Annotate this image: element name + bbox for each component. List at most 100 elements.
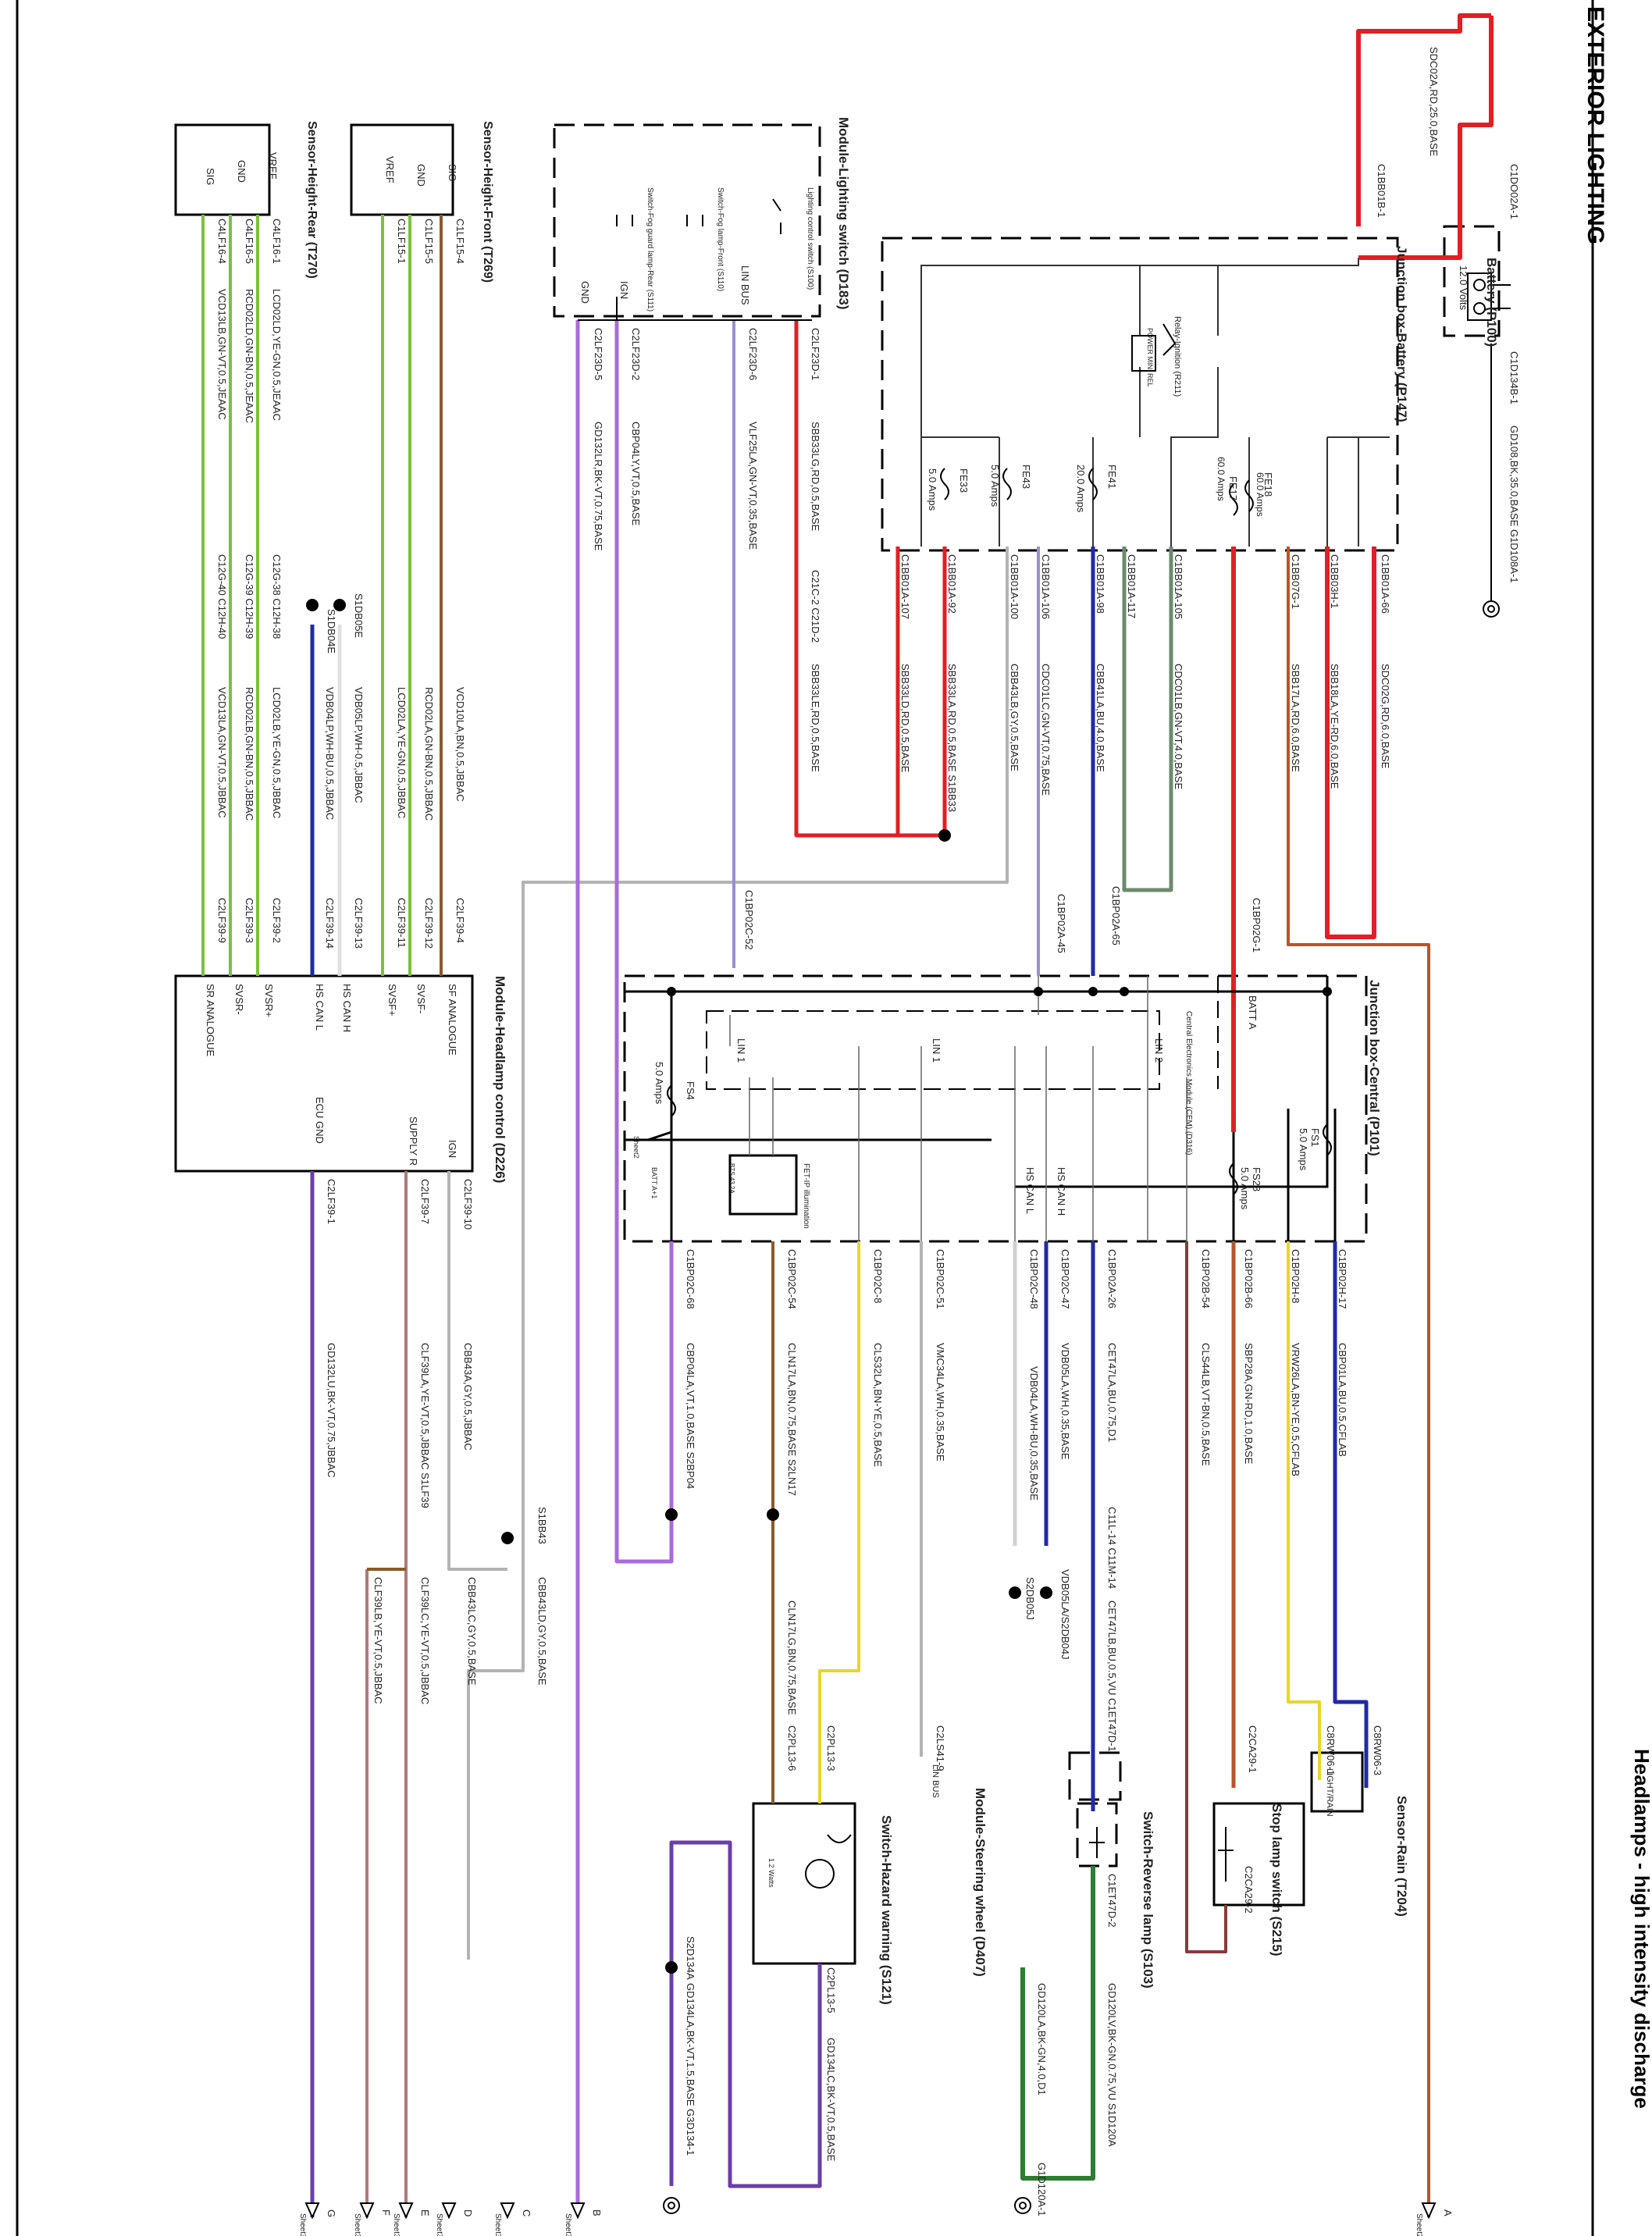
stop-lamp-box [1212,1802,1305,1907]
conn-c12g-38: C12G-38 C12H-38 [271,554,283,639]
fog-front-switch: Switch-Fog lamp-Front (S110) [716,187,725,291]
sensor-rear-pin1: VREF [267,152,279,180]
wire-vrw26la: VRW26LA,BN-YE,0.5,CFLAB [1290,1343,1301,1476]
conn-c2lf23d-6: C2LF23D-6 [747,328,759,380]
conn-c1bp02a-65: C1BP02A-65 [1110,886,1122,945]
wire-cln17lg: CLN17LG,BN,0.75,BASE [786,1600,798,1715]
wire-vdb05la: VDB05LA,WH,0.35,BASE [1059,1343,1071,1460]
steering-module-label: Module-Steering wheel (D407) [973,1788,988,1977]
jbc-hs-can-l: HS CAN L [1024,1167,1036,1214]
hl-pin-sr-analogue: SR ANALOGUE [205,984,216,1057]
sheet-arrow-f [359,2202,375,2220]
sheet-f-letter: F [380,2209,392,2216]
rain-sensor-box [1310,1751,1364,1813]
fuse-fe17-id: FE17 [1227,476,1239,500]
conn-c4lf16-4: C4LF16-4 [216,219,228,264]
wire-cbb43lc: CBB43LC,GY,0.5,BASE [466,1577,478,1686]
wire-cbb41la: CBB41LA,BU,4.0,BASE [1095,664,1106,772]
fuse-fe43-rating: 5.0 Amps [989,465,1001,507]
fuse-fs4-rating: 5.0 Amps [653,1062,665,1105]
conn-c1bb01a-105: C1BB01A-105 [1173,554,1184,619]
sensor-rear-label: Sensor-Height-Rear (T270) [305,121,319,279]
hazard-switch-label: Switch-Hazard warning (S121) [879,1815,894,2005]
fet-part: BTS 43 2A [728,1163,735,1194]
fuse-fe18 [1244,479,1254,512]
conn-c1bp02b-66: C1BP02B-66 [1243,1249,1255,1308]
conn-c1bp02c-51: C1BP02C-51 [935,1249,946,1309]
splice-s1db04e: S1DB04E [326,609,337,653]
sheet-e-label: Sheet3 [392,2213,401,2236]
fuse-fs4-id: FS4 [685,1081,696,1100]
conn-c2pl13-6: C2PL13-6 [786,1725,798,1771]
hl-pin-hs-can-l: HS CAN L [314,984,326,1031]
ground-g1d120a: G1D120A-1 [1036,2163,1048,2216]
conn-c1bb01a-106: C1BB01A-106 [1040,554,1052,619]
sheet-c-letter: C [521,2209,532,2216]
conn-c2lf39-14: C2LF39-14 [324,898,336,949]
conn-c2lf39-1: C2LF39-1 [326,1179,337,1224]
splice-s1db05e: S1DB05E [353,593,365,638]
wire-rcd02lb: RCD02LB,GN-BN,0.5,JBBAC [244,687,255,821]
conn-c1bb01a-100: C1BB01A-100 [1009,554,1020,619]
jb-central-label: Junction box-Central (P101) [1367,980,1382,1156]
conn-c2lf39-3: C2LF39-3 [244,898,255,943]
battery-box [1443,225,1501,337]
hazard-box [752,1802,856,1965]
conn-c8rw06-1: C8RW06-1 [1325,1725,1337,1775]
conn-c1bb03h-1: C1BB03H-1 [1329,554,1340,608]
fuse-fe43-id: FE43 [1020,465,1032,489]
sheet-g-letter: G [326,2209,337,2217]
jbc-batt-a1: BATT A+1 [650,1167,658,1198]
conn-c1bp02c-54: C1BP02C-54 [786,1249,798,1309]
wire-rcd02ld: RCD02LD,GN-BN,0.5,JEAAC [244,289,255,423]
conn-c1bp02c-48: C1BP02C-48 [1028,1249,1040,1309]
hazard-bulb: 1.2 Watts [767,1858,775,1888]
wire-cls32la: CLS32LA,BN-YE,0.5,BASE [872,1343,884,1467]
conn-c1bb01a-117: C1BB01A-117 [1126,554,1138,618]
sheet-d-letter: D [462,2209,474,2216]
ign-label: IGN [618,281,630,299]
conn-c2lf23d-5: C2LF23D-5 [593,328,604,380]
conn-c1d134b: C1D134B-1 [1508,351,1520,404]
fuse-fe41 [1088,468,1098,500]
conn-c1bb01b: C1BB01B-1 [1376,164,1387,218]
fet-label: FET-IP illumination [802,1163,810,1229]
wire-gd134la: GD134LA,BK-VT,1.5,BASE G3D134-1 [685,1983,696,2156]
conn-c11l-14: C11L-14 C11M-14 [1106,1507,1118,1589]
conn-c1bp02c-68: C1BP02C-68 [685,1249,696,1309]
jbc-sheet2: Sheet2 [632,1136,640,1159]
hl-pin-sf-analogue: SF ANALOGUE [447,984,458,1056]
sensor-rear-box [174,123,271,216]
headlamp-module-box [174,974,474,1173]
conn-c12g-40: C12G-40 C12H-40 [216,554,228,639]
conn-c2pl13-3: C2PL13-3 [825,1725,837,1771]
conn-c2pl13-5: C2PL13-5 [825,1967,837,2013]
hl-pin-hs-can-h: HS CAN H [341,984,353,1032]
conn-c2lf39-4: C2LF39-4 [454,898,466,943]
conn-c4lf16-5: C4LF16-5 [244,219,255,264]
conn-c4lf16-1: C4LF16-1 [271,219,283,264]
sheet-d-label: Sheet3 [435,2213,443,2236]
fuse-fe43 [1002,468,1012,500]
hl-pin-svsr-neg: SVSR- [233,984,245,1015]
fet-box [728,1154,798,1216]
wire-sbb33lg: SBB33LG,RD,0.5,BASE [810,422,821,532]
junction-dots [306,599,1332,1974]
battery-voltage: 12.0 Volts [1458,265,1469,311]
wire-sbb33la: SBB33LA,RD,0.5,BASE S1BB33 [946,664,958,812]
conn-c2lf39-13: C2LF39-13 [353,898,365,949]
conn-c2lf39-10: C2LF39-10 [462,1179,474,1230]
hl-pin-supply-r: SUPPLY R [408,1116,419,1166]
lighting-control-switch: Lighting control switch (S100) [806,187,814,290]
jb-battery-box [881,237,1399,552]
conn-c1bp02h-17: C1BP02H-17 [1337,1249,1348,1309]
conn-c1lf15-4: C1LF15-4 [454,219,466,264]
hl-pin-svsf-pos: SVSF+ [386,984,398,1017]
sensor-rear-pin2: GND [236,160,247,183]
conn-c1do02a: C1DO02A-1 [1508,164,1520,219]
fuse-fs28-rating: 5.0 Amps [1239,1167,1251,1210]
hl-pin-svsr-pos: SVSR+ [263,984,275,1017]
sheet-a-label: Sheet2 [1415,2213,1423,2236]
wire-cls44lb: CLS44LB,VT-BN,0.5,BASE [1200,1343,1212,1466]
conn-c1bb07g-1: C1BB07G-1 [1290,554,1301,609]
